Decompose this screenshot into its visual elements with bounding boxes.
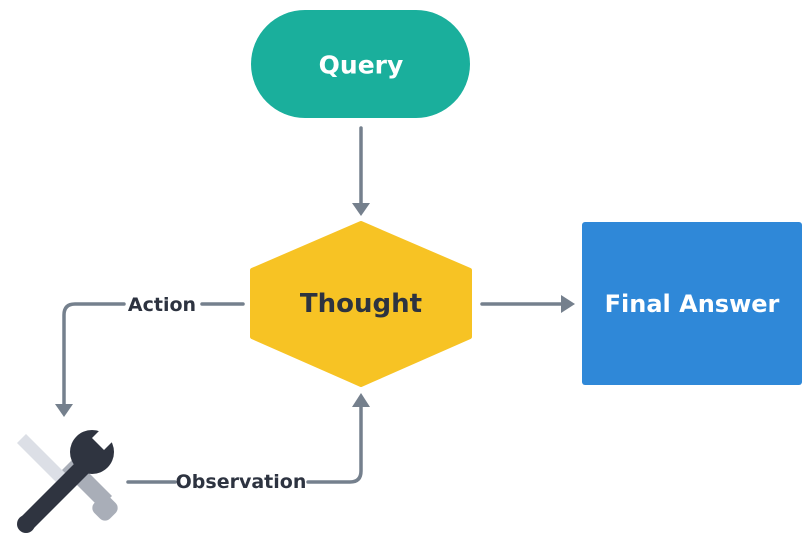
edge-query-to-thought [352,126,370,216]
wrench-handle [20,460,90,530]
thought-node-label: Thought [300,289,422,319]
arrowhead-down [352,203,370,216]
arrowhead-up [352,393,370,407]
action-label: Action [128,294,196,316]
query-node: Query [251,10,470,118]
observation-label: Observation [176,471,307,493]
edge-action: Action [55,294,245,417]
thought-node-shape [250,221,472,387]
arrowhead-right [561,295,575,313]
final-answer-node-shape [582,222,802,385]
query-node-shape [251,10,470,118]
edge-observation: Observation [126,393,370,493]
arrowhead-down [55,404,73,417]
screwdriver-shaft [17,434,68,485]
tools-icon [17,418,124,533]
edge-thought-to-final-answer [480,295,575,313]
thought-node: Thought [250,221,472,387]
final-answer-node: Final Answer [582,222,802,385]
final-answer-node-label: Final Answer [605,290,780,318]
query-node-label: Query [319,51,404,80]
